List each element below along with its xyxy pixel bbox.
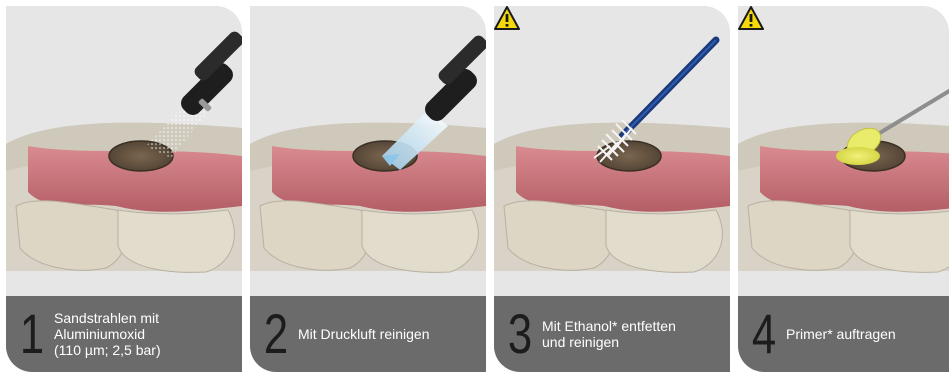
step-number: 1 [15, 306, 49, 362]
step-illustration-4 [738, 6, 949, 296]
step-illustration-3 [494, 6, 730, 296]
warning-icon [738, 6, 764, 30]
jaw-model [6, 123, 242, 273]
step-caption-3: 3 Mit Ethanol* entfetten und reinigen [494, 296, 730, 372]
step-caption-4: 4 Primer* auftragen [738, 296, 949, 372]
dental-illustration [494, 6, 730, 296]
step-illustration-1 [6, 6, 242, 296]
step-illustration-2 [250, 6, 486, 296]
step-description-line: (110 µm; 2,5 bar) [54, 342, 161, 358]
step-description-line: Primer* auftragen [786, 326, 896, 342]
step-caption-1: 1 Sandstrahlen mit Aluminiumoxid (110 µm… [6, 296, 242, 372]
step-description: Mit Ethanol* entfetten und reinigen [542, 318, 676, 350]
step-description-line: Mit Druckluft reinigen [298, 326, 430, 342]
jaw-model [738, 123, 949, 273]
step-description-line: Sandstrahlen mit [54, 310, 161, 326]
step-panel-2: 2 Mit Druckluft reinigen [250, 6, 486, 372]
step-description: Sandstrahlen mit Aluminiumoxid (110 µm; … [54, 310, 161, 358]
step-description-line: und reinigen [542, 334, 676, 350]
jaw-model [494, 123, 730, 273]
dental-illustration [738, 6, 949, 296]
step-number: 3 [503, 306, 537, 362]
warning-icon [494, 6, 520, 30]
step-panel-1: 1 Sandstrahlen mit Aluminiumoxid (110 µm… [6, 6, 242, 372]
dental-illustration [6, 6, 242, 296]
step-description: Mit Druckluft reinigen [298, 326, 430, 342]
step-description-line: Mit Ethanol* entfetten [542, 318, 676, 334]
step-number: 2 [259, 306, 293, 362]
step-description-line: Aluminiumoxid [54, 326, 161, 342]
step-panel-4: 4 Primer* auftragen [738, 6, 949, 372]
step-description: Primer* auftragen [786, 326, 896, 342]
dental-illustration [250, 6, 486, 296]
step-caption-2: 2 Mit Druckluft reinigen [250, 296, 486, 372]
jaw-model [250, 123, 486, 273]
step-panel-3: 3 Mit Ethanol* entfetten und reinigen [494, 6, 730, 372]
step-number: 4 [747, 306, 781, 362]
